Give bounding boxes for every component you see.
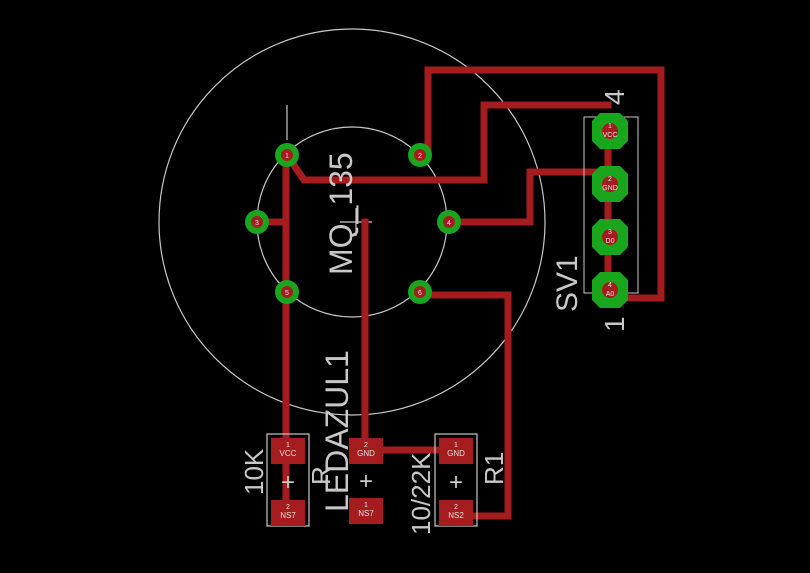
- polarity-symbol: +: [281, 469, 295, 496]
- polarity-symbol: +: [449, 469, 463, 496]
- pad-hole: [251, 216, 263, 228]
- header-pin-number: 4: [608, 282, 612, 289]
- sensor-pad-number: 6: [418, 290, 422, 297]
- pad-bottom-label: NS2: [448, 511, 464, 520]
- header-pin-label: A0: [606, 291, 615, 298]
- sensor-pad-6[interactable]: 6: [408, 280, 432, 304]
- header-pin-3[interactable]: 3D0: [592, 219, 628, 255]
- header-name-label: SV1: [551, 255, 584, 312]
- pad-hole: [443, 216, 455, 228]
- pad-top: [271, 438, 305, 464]
- pad-top: [349, 438, 383, 464]
- pad-top-number: 1: [454, 442, 458, 449]
- header-pad-hole: [602, 282, 618, 298]
- sensor-pad-4[interactable]: 4: [437, 210, 461, 234]
- sensor-pad-2[interactable]: 2: [408, 143, 432, 167]
- polarity-symbol: +: [359, 468, 373, 495]
- pad-bottom-number: 2: [454, 504, 458, 511]
- header-pin-number: 2: [608, 176, 612, 183]
- sensor-name-label: MQ_135: [323, 152, 359, 275]
- sensor-pad-1[interactable]: 1: [275, 143, 299, 167]
- pad-top-label: VCC: [280, 449, 297, 458]
- sensor-pad-number: 1: [285, 153, 289, 160]
- pad-top: [439, 438, 473, 464]
- header-pad-hole: [602, 123, 618, 139]
- sensor-pad-3[interactable]: 3: [245, 210, 269, 234]
- pad-top-number: 1: [286, 442, 290, 449]
- pad-bottom-label: NS7: [280, 511, 296, 520]
- pad-top-label: GND: [447, 449, 465, 458]
- sensor-pad-number: 5: [285, 290, 289, 297]
- pad-hole: [281, 286, 293, 298]
- sensor-pad-number: 3: [255, 220, 259, 227]
- header-pad-hole: [602, 176, 618, 192]
- resistor-right-value: 10/22K: [406, 452, 436, 535]
- pad-bottom: [271, 500, 305, 526]
- pad-top-number: 2: [364, 442, 368, 449]
- pad-bottom-number: 2: [286, 504, 290, 511]
- led-name-label: LEDAZUL1: [319, 350, 355, 512]
- resistor-left-value: 10K: [239, 448, 269, 495]
- trace-sensor-gnd: [445, 168, 612, 226]
- trace-sensor-vcc: [282, 101, 612, 184]
- header-pin-label: VCC: [603, 132, 618, 139]
- pad-top-label: GND: [357, 449, 375, 458]
- sensor-outer-circle: [158, 28, 546, 416]
- header-pin-label: GND: [602, 185, 618, 192]
- header-pin-number: 1: [608, 123, 612, 130]
- header-pin-last-label: 4: [599, 89, 630, 105]
- trace-sensor-a0-r1: [418, 291, 512, 520]
- header-pin-label: D0: [606, 238, 615, 245]
- pad-hole: [281, 149, 293, 161]
- pad-hole: [414, 286, 426, 298]
- resistor-right-name: R1: [479, 452, 509, 485]
- pad-bottom-number: 1: [364, 502, 368, 509]
- header-pin-4[interactable]: 4A0: [592, 272, 628, 308]
- pad-hole: [414, 149, 426, 161]
- header-pin-number: 3: [608, 229, 612, 236]
- header-pad-hole: [602, 229, 618, 245]
- sensor-pad-number: 2: [418, 153, 422, 160]
- sensor-pads: 1 2 3 4 5 6: [245, 143, 461, 304]
- sensor-pad-5[interactable]: 5: [275, 280, 299, 304]
- sensor-pad-number: 4: [447, 220, 451, 227]
- resistor-left-name: R: [306, 466, 336, 485]
- pad-bottom-label: NS7: [358, 509, 374, 518]
- header-pin-first-label: 1: [599, 316, 630, 332]
- pad-bottom: [349, 498, 383, 524]
- pad-bottom: [439, 500, 473, 526]
